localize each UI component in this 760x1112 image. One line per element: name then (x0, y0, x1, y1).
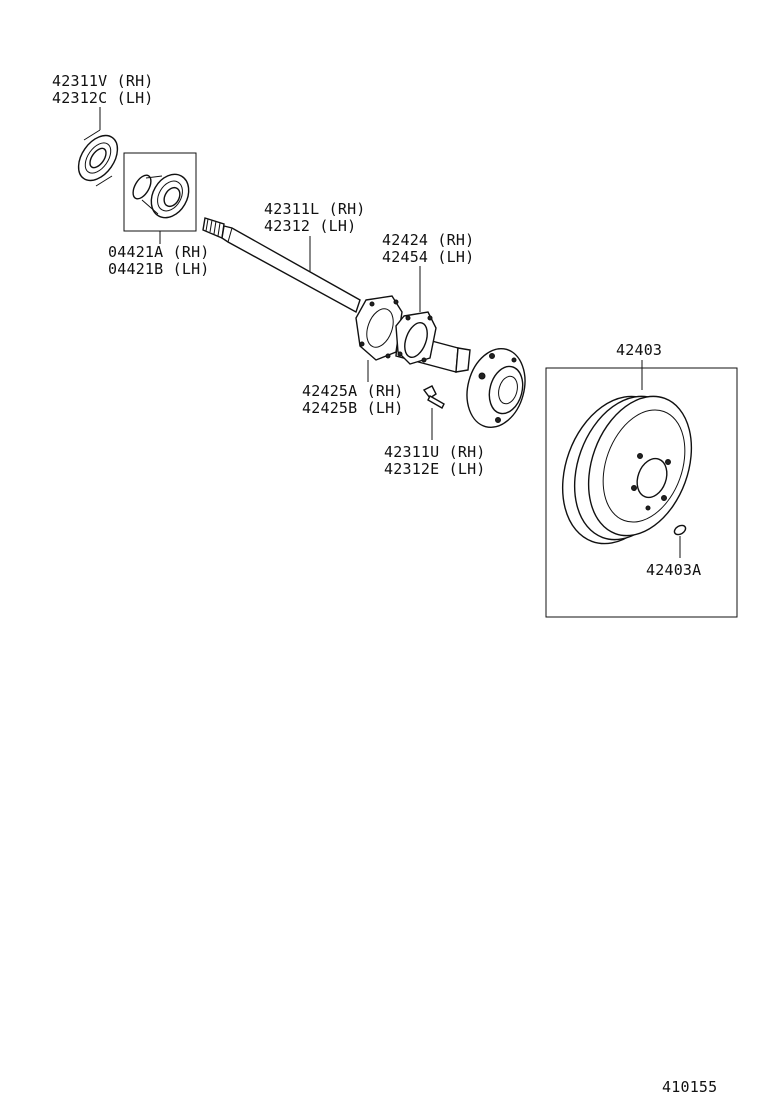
oil-seal-drawing (77, 129, 119, 187)
brake-drum-drawing (561, 395, 693, 545)
drum-plug-drawing (673, 524, 687, 536)
bearing-retainer-label-rh: 42424 (RH) (382, 231, 474, 249)
bearing-label-rh: 04421A (RH) (108, 243, 210, 261)
brake-drum-label: 42403 (616, 341, 662, 359)
oil-seal-label-rh: 42311V (RH) (52, 72, 154, 90)
axle-shaft-label-rh: 42311L (RH) (264, 200, 366, 218)
bearing-label-lh: 04421B (LH) (108, 260, 210, 278)
retainer-gasket-label-rh: 42425A (RH) (302, 382, 404, 400)
drum-plug-label: 42403A (646, 561, 701, 579)
diagram-number: 410155 (662, 1078, 717, 1096)
oil-seal-label-lh: 42312C (LH) (52, 89, 154, 107)
hub-bolt-label-rh: 42311U (RH) (384, 443, 486, 461)
retainer-gasket-label-lh: 42425B (LH) (302, 399, 404, 417)
bearing-retainer-drawing (395, 311, 437, 365)
hub-bolt-label-lh: 42312E (LH) (384, 460, 486, 478)
hub-bolt-drawing (422, 385, 445, 409)
axle-shaft-label-lh: 42312 (LH) (264, 217, 356, 235)
bearing-retainer-label-lh: 42454 (LH) (382, 248, 474, 266)
bearing-drawing (132, 173, 190, 219)
retainer-gasket-drawing (355, 295, 403, 361)
